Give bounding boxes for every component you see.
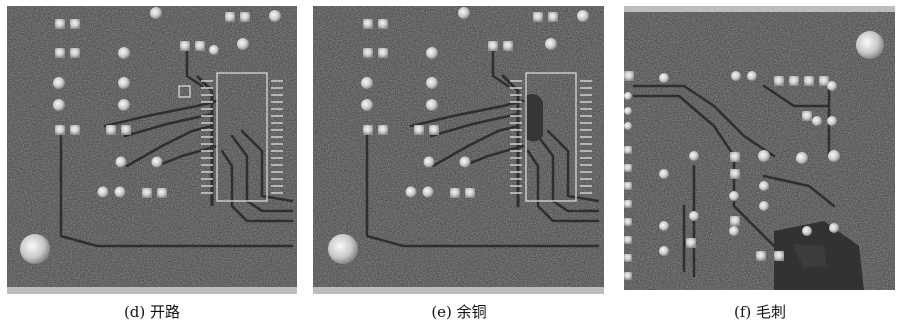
panel-f-caption: (f) 毛刺: [733, 303, 787, 321]
panel-f-image: [624, 6, 895, 290]
panel-e-image: [313, 6, 604, 294]
panel-d-caption: (d) 开路: [123, 303, 181, 321]
panel-d-image: [7, 6, 297, 294]
panel-e-caption: (e) 余铜: [431, 303, 487, 321]
